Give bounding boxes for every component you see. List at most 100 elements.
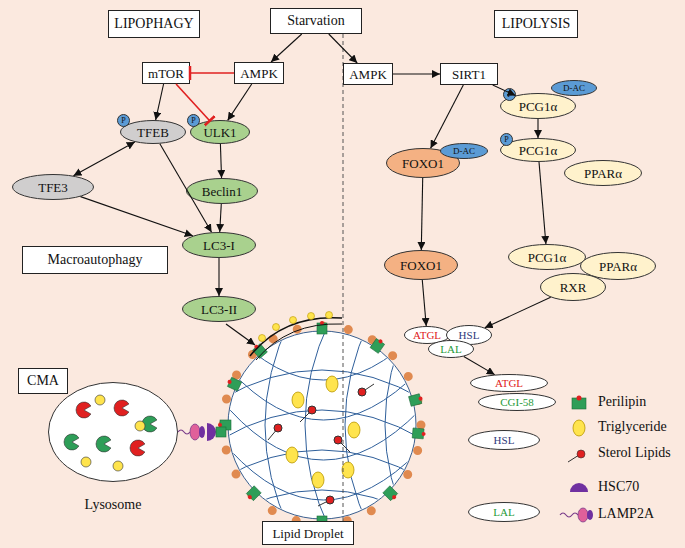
legend-entry: HSC70 <box>598 480 639 494</box>
ellipse-outline <box>501 134 513 146</box>
inhibition-connector <box>190 72 234 74</box>
cma-receptor-complex <box>178 423 226 441</box>
protein-ellipse: LC3-I <box>182 232 256 258</box>
sterol-lipid-symbols <box>268 384 374 506</box>
arrow-connector <box>220 204 222 232</box>
node-label: HSL <box>494 435 515 446</box>
arrow-connector <box>431 85 464 148</box>
ellipse-outline <box>469 431 540 450</box>
ellipse-outline <box>501 94 576 119</box>
legend-entry: Triglyceride <box>598 420 667 434</box>
protein-box: SIRT1 <box>440 63 498 85</box>
pathway-label: CMA <box>18 368 68 394</box>
node-label: P <box>121 117 125 125</box>
ellipse-outline <box>471 375 548 392</box>
arrow-connector <box>156 84 164 120</box>
node-label: CMA <box>27 374 59 388</box>
node-label: AMPK <box>240 67 278 80</box>
node-label: Lysosome <box>48 498 178 512</box>
autophagosome-membrane <box>256 324 342 360</box>
arrow-connector <box>464 356 495 374</box>
phospho-badge: P <box>187 114 200 127</box>
arrow-connector <box>422 280 426 326</box>
phospholipid-heads <box>223 326 421 524</box>
enzyme-ellipse: LAL <box>428 340 474 358</box>
lysosome-contents <box>64 395 157 471</box>
lipid-droplet <box>228 331 416 519</box>
arrow-connector <box>485 297 551 327</box>
node-label: P <box>504 136 508 144</box>
ellipse-outline <box>441 144 488 159</box>
legend-entry: LAMP2A <box>598 507 654 521</box>
node-label: FOXO1 <box>402 157 444 170</box>
node-label: ATGL <box>495 378 523 389</box>
deacetylation-badge: D-AC <box>551 80 597 96</box>
arrow-connector <box>160 144 212 233</box>
ellipse-outline <box>429 341 474 358</box>
node-label: mTOR <box>148 67 184 80</box>
phospho-badge: P <box>500 133 513 146</box>
arrow-connector <box>537 119 538 138</box>
enzyme-ellipse: CGI-58 <box>478 393 556 411</box>
ellipse-outline <box>541 274 606 301</box>
node-label: PPARα <box>584 167 622 180</box>
node-label: Macroautophagy <box>48 253 143 267</box>
node-label: PPARα <box>599 260 637 273</box>
legend-samples <box>560 396 593 523</box>
legend-label: Triglyceride <box>598 419 667 434</box>
protein-ellipse: FOXO1 <box>384 250 458 280</box>
enzyme-ellipse: LAL <box>468 502 540 522</box>
node-label: LC3-I <box>203 239 235 252</box>
ellipse-outline <box>13 175 94 200</box>
node-label: ULK1 <box>203 126 236 139</box>
inhibition-connector <box>176 84 210 121</box>
lysosome-outline <box>48 382 178 482</box>
arrow-connector <box>493 85 516 96</box>
stimulus-box: Starvation <box>270 8 362 34</box>
pointer-arrow <box>226 324 255 345</box>
node-label: ATGL <box>413 330 441 341</box>
section-heading: LIPOPHAGY <box>108 10 200 38</box>
arrow-connector <box>220 144 221 178</box>
ellipse-outline <box>565 161 642 186</box>
lysosome: Lysosome <box>48 382 178 512</box>
protein-box: AMPK <box>234 62 284 84</box>
arrow-connector <box>218 258 219 296</box>
enzyme-ellipse: HSL <box>468 430 540 450</box>
protein-ellipse: PCG1α <box>508 244 586 270</box>
autophagosome-membrane <box>250 318 342 356</box>
lc3-dots <box>259 312 333 342</box>
arrow-connector <box>228 84 252 120</box>
lysosome-outline <box>49 383 178 482</box>
node-label: Beclin1 <box>202 185 242 198</box>
arrow-connector <box>81 197 193 236</box>
legend-entry: Perilipin <box>598 395 646 409</box>
divider-line <box>343 34 344 521</box>
pathway-label: Macroautophagy <box>22 246 168 274</box>
ellipse-outline <box>501 139 576 162</box>
node-label: LAL <box>493 507 514 518</box>
ellipse-outline <box>183 233 256 258</box>
node-label: D-AC <box>453 147 475 156</box>
protein-box: AMPK <box>343 63 393 85</box>
node-label: TFE3 <box>38 181 68 194</box>
droplet-mesh <box>220 320 424 530</box>
node-label: LIPOLYSIS <box>502 17 571 31</box>
perilipin-symbols <box>218 321 426 529</box>
protein-ellipse: TFEB <box>120 120 186 144</box>
triglyceride-symbols <box>286 376 360 488</box>
node-label: CGI-58 <box>500 397 534 408</box>
legend-label: HSC70 <box>598 479 639 494</box>
phospho-badge: P <box>117 114 130 127</box>
arrow-connector <box>539 162 546 244</box>
legend-label: Sterol Lipids <box>598 445 671 460</box>
ellipse-outline <box>552 81 597 96</box>
node-label: PCG1α <box>519 100 558 113</box>
enzyme-ellipse: ATGL <box>470 374 548 392</box>
arrow-connector <box>329 34 357 63</box>
legend-entry: Sterol Lipids <box>598 446 671 460</box>
ellipse-outline <box>183 297 256 322</box>
ellipse-outline <box>385 251 458 280</box>
